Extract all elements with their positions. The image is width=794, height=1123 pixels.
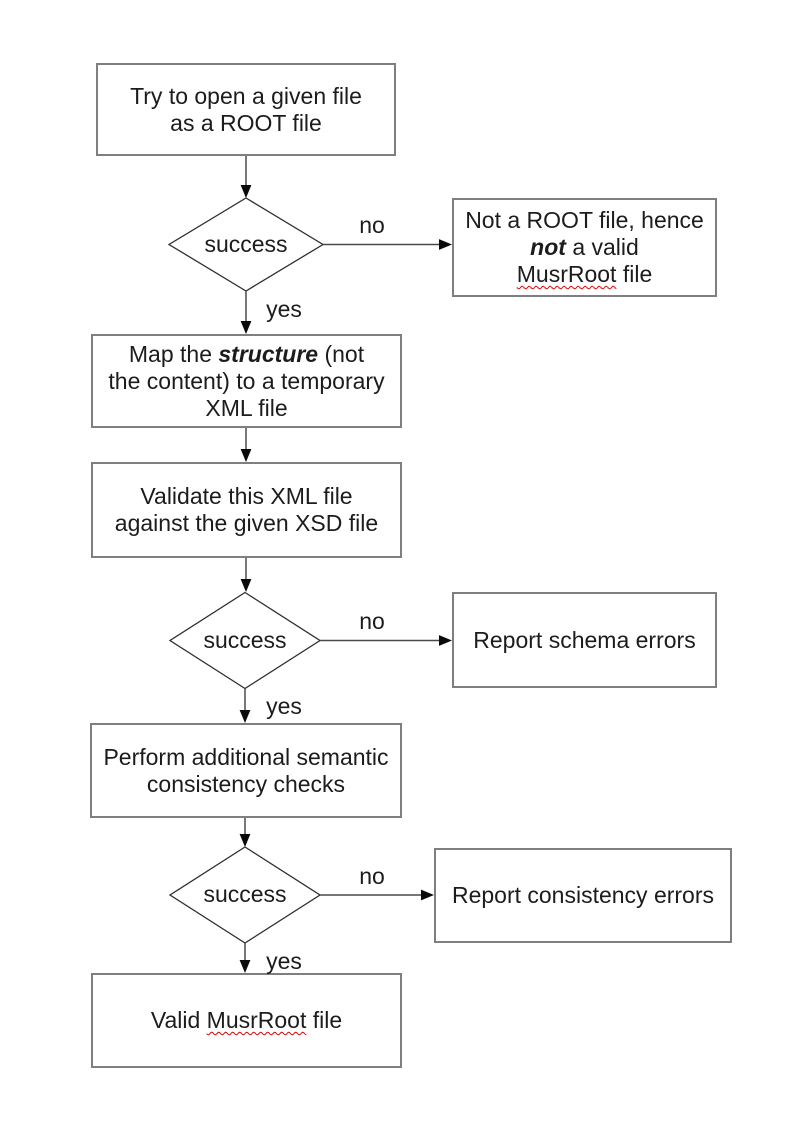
node-text-line: MusrRoot file xyxy=(516,261,653,287)
node-text-line: Valid MusrRoot file xyxy=(150,1007,343,1033)
node-text-line: XML file xyxy=(205,394,288,421)
node-text-line: against the given XSD file xyxy=(114,510,379,536)
node-report-consistency-errors: Report consistency errors xyxy=(434,848,732,943)
node-text-line: Map the structure (not xyxy=(128,340,365,367)
arrowhead-into-validfile xyxy=(239,960,251,973)
arrowhead-into-notroot xyxy=(439,239,452,250)
edge-label-no-1: no xyxy=(359,212,385,238)
node-try-open-root: Try to open a given file as a ROOT file xyxy=(96,63,396,156)
arrowhead-into-semantic xyxy=(239,710,251,723)
edge-label-no-2: no xyxy=(359,608,385,634)
arrowhead-into-validate xyxy=(240,449,252,462)
node-text-line: as a ROOT file xyxy=(170,109,322,136)
arrowhead-into-consistencyerrors xyxy=(421,889,434,901)
decision-label-schema: success xyxy=(203,627,287,653)
node-text-line: not a valid xyxy=(530,234,639,260)
decision-label-open: success xyxy=(204,231,288,257)
node-text-line: Perform additional semantic xyxy=(103,743,389,770)
emphasis-structure: structure xyxy=(218,340,319,367)
edge-label-yes-1: yes xyxy=(266,296,302,322)
emphasis-not: not xyxy=(530,234,566,260)
node-text-line: Report consistency errors xyxy=(451,882,715,908)
arrowhead-into-map xyxy=(240,321,252,334)
node-text-line: Try to open a given file xyxy=(130,82,362,109)
node-text-line: Not a ROOT file, hence xyxy=(465,207,704,233)
node-validate-xml: Validate this XML file against the given… xyxy=(91,462,402,558)
node-valid-musrroot-file: Valid MusrRoot file xyxy=(91,973,402,1068)
node-not-a-root-file: Not a ROOT file, hence not a valid MusrR… xyxy=(452,198,717,297)
node-text-line: consistency checks xyxy=(146,770,346,797)
node-text-line: Validate this XML file xyxy=(140,483,353,509)
misspelled-musrroot: MusrRoot xyxy=(516,261,617,287)
arrowhead-into-schemaerrors xyxy=(439,635,452,646)
node-report-schema-errors: Report schema errors xyxy=(452,592,717,688)
arrowhead-into-decision2 xyxy=(240,579,252,592)
node-text-line: Report schema errors xyxy=(473,626,696,653)
node-map-structure: Map the structure (not the content) to a… xyxy=(91,334,402,428)
edge-label-no-3: no xyxy=(359,863,385,889)
decision-label-consistency: success xyxy=(203,881,287,907)
arrowhead-into-decision3 xyxy=(239,834,251,847)
edge-label-yes-2: yes xyxy=(266,693,302,719)
node-semantic-checks: Perform additional semantic consistency … xyxy=(90,723,402,818)
edge-label-yes-3: yes xyxy=(266,948,302,974)
arrowhead-into-decision1 xyxy=(240,185,252,198)
node-text-line: the content) to a temporary xyxy=(108,367,385,394)
misspelled-musrroot: MusrRoot xyxy=(206,1007,307,1033)
